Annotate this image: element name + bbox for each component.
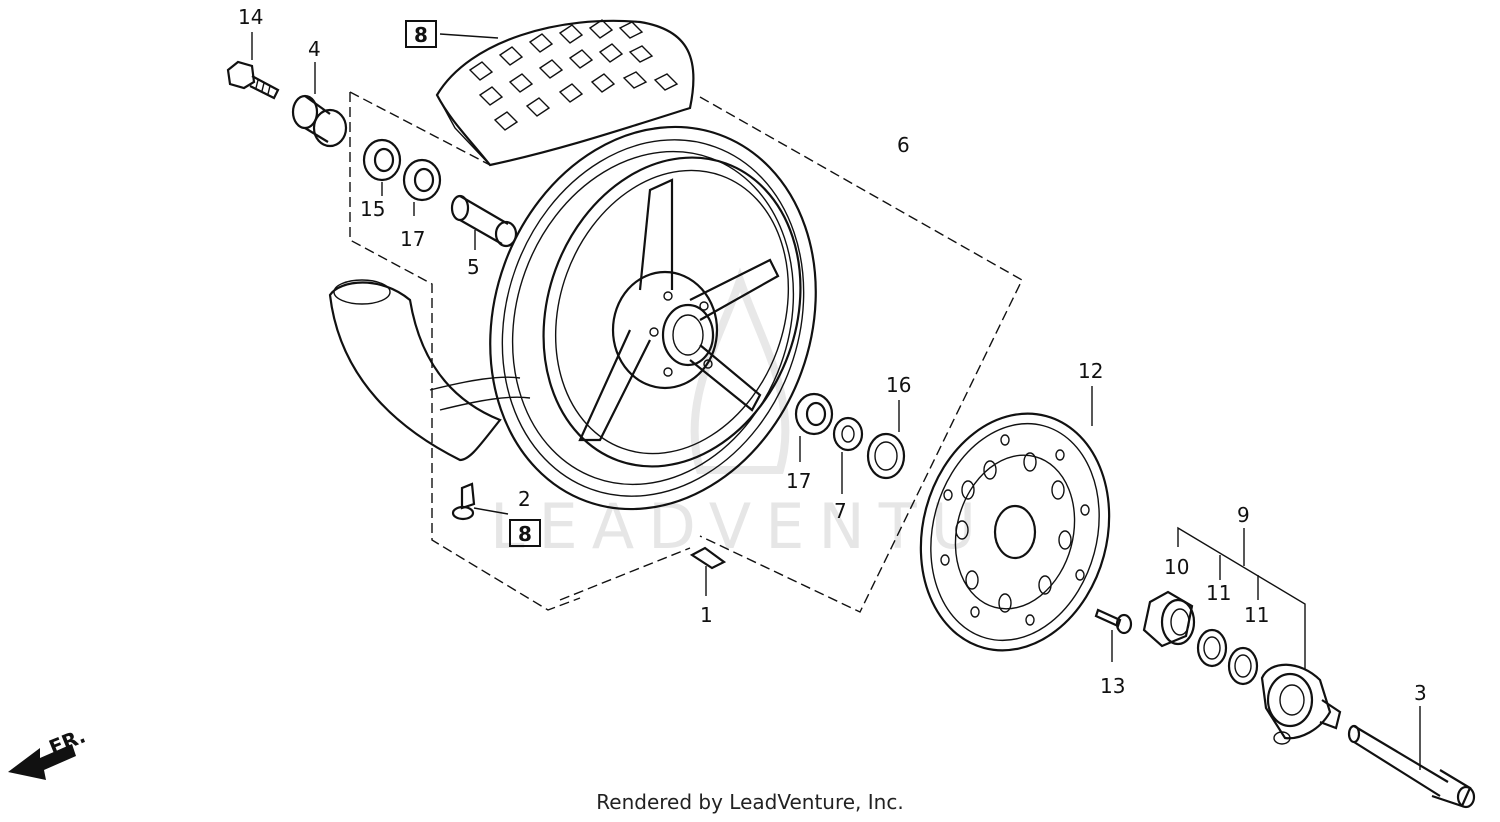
balance-weight [689,546,727,596]
axle-bolt [226,32,280,100]
credit-text: Rendered by LeadVenture, Inc. [596,790,904,814]
leader-8-tire [439,33,499,39]
wheel-rim [489,125,817,511]
callout-15: 15 [360,197,385,221]
bearing-left-15 [362,138,402,196]
boxed-callout-8b: 8 [509,519,541,547]
callout-2: 2 [518,487,531,511]
callout-3: 3 [1414,681,1427,705]
callout-13: 13 [1100,674,1125,698]
brake-disc [919,386,1111,652]
boxed-callout-8a: 8 [405,20,437,48]
bearing-left-17 [402,158,442,216]
dust-seal [866,400,906,480]
tire-lower-half [328,279,531,462]
callout-14: 14 [238,5,263,29]
front-direction-arrow-icon: FR. [8,724,89,780]
watermark-flame-icon [690,267,790,474]
valve-stem [451,482,509,521]
gear-retainer-washer-1 [1196,628,1228,668]
side-collar [291,62,348,148]
svg-text:8: 8 [518,522,532,546]
gear-retainer-washer-2 [1227,646,1259,686]
callout-9: 9 [1237,503,1250,527]
distance-spacer [450,194,518,250]
direction-label: FR. [45,724,88,760]
bearing-right-17 [794,392,834,462]
callout-16: 16 [886,373,911,397]
speedometer-gearbox [1260,663,1342,745]
callout-1: 1 [700,603,713,627]
callout-12: 12 [1078,359,1103,383]
callout-5: 5 [467,255,480,279]
callout-11a: 11 [1206,581,1231,605]
wheel-hub [611,270,719,390]
callout-6: 6 [897,133,910,157]
assembly-dashed-outline [349,91,1023,613]
front-axle [1347,706,1476,809]
speedometer-group [1177,526,1306,670]
tire-upper-half [435,19,695,167]
speedometer-gear [1142,590,1196,648]
watermark-text: LEADVENTU [490,490,990,563]
callout-11b: 11 [1244,603,1269,627]
bearing-retainer [832,416,864,494]
callout-17a: 17 [400,227,425,251]
disc-bolt [1094,608,1133,662]
svg-text:8: 8 [414,23,428,47]
callout-10: 10 [1164,555,1189,579]
callout-7: 7 [834,499,847,523]
wheel-spokes [578,178,780,442]
callout-4: 4 [308,37,321,61]
callout-17b: 17 [786,469,811,493]
